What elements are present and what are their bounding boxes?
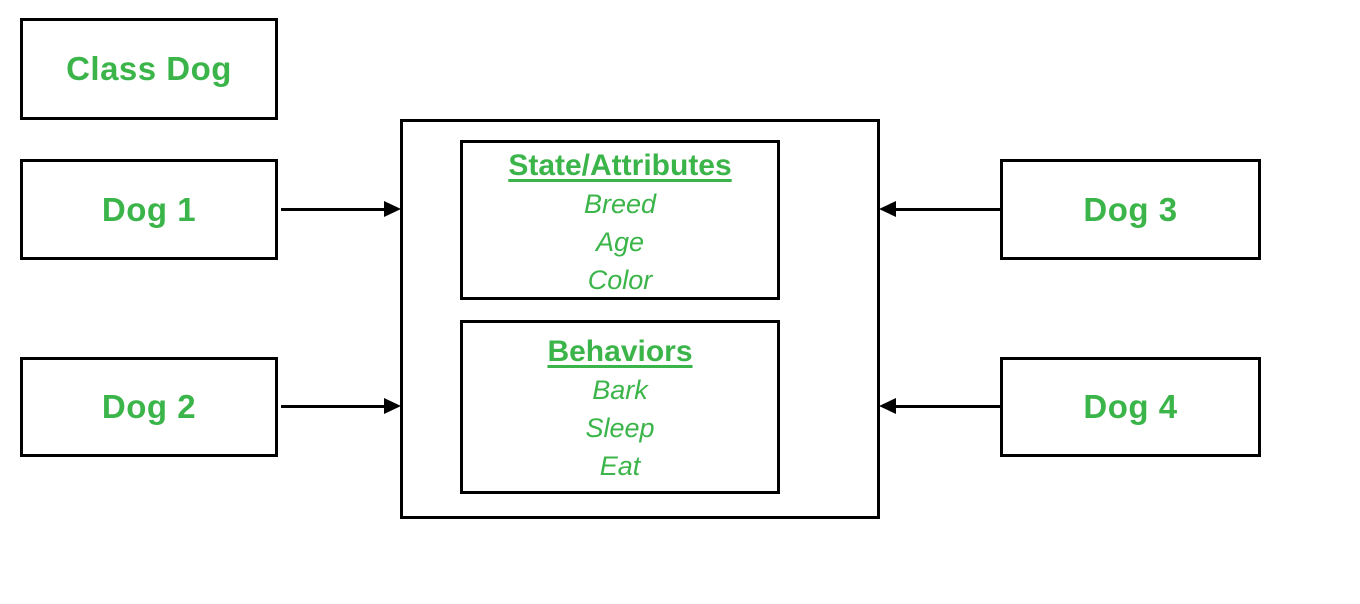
dog-4-box: Dog 4: [1000, 357, 1261, 457]
behavior-item: Bark: [592, 375, 648, 405]
arrow-dog-2-head-icon: [384, 398, 401, 414]
behaviors-box: Behaviors Bark Sleep Eat: [460, 320, 780, 494]
dog-2-label: Dog 2: [101, 388, 197, 425]
arrow-dog-3-line: [896, 208, 1000, 211]
attribute-item: Color: [587, 265, 653, 295]
attribute-item: Breed: [583, 189, 657, 219]
behavior-item: Eat: [599, 451, 641, 481]
dog-1-label: Dog 1: [101, 190, 197, 228]
dog-2-box: Dog 2: [20, 357, 278, 457]
arrow-dog-1-line: [281, 208, 385, 211]
attribute-item: Age: [595, 227, 645, 257]
state-attributes-box: State/Attributes Breed Age Color: [460, 140, 780, 300]
arrow-dog-3-head-icon: [879, 201, 896, 217]
state-attributes-title: State/Attributes: [508, 149, 732, 182]
arrow-dog-4-head-icon: [879, 398, 896, 414]
dog-4-label: Dog 4: [1083, 388, 1178, 425]
behavior-item: Sleep: [585, 413, 655, 443]
arrow-dog-2-line: [281, 405, 385, 408]
dog-1-box: Dog 1: [20, 159, 278, 260]
class-dog-box: Class Dog: [20, 18, 278, 120]
arrow-dog-1-head-icon: [384, 201, 401, 217]
class-dog-label: Class Dog: [66, 50, 232, 87]
arrow-dog-4-line: [896, 405, 1000, 408]
class-body-box: State/Attributes Breed Age Color Behavio…: [400, 119, 880, 519]
dog-3-box: Dog 3: [1000, 159, 1261, 260]
dog-3-label: Dog 3: [1083, 190, 1178, 228]
behaviors-title: Behaviors: [547, 335, 693, 368]
